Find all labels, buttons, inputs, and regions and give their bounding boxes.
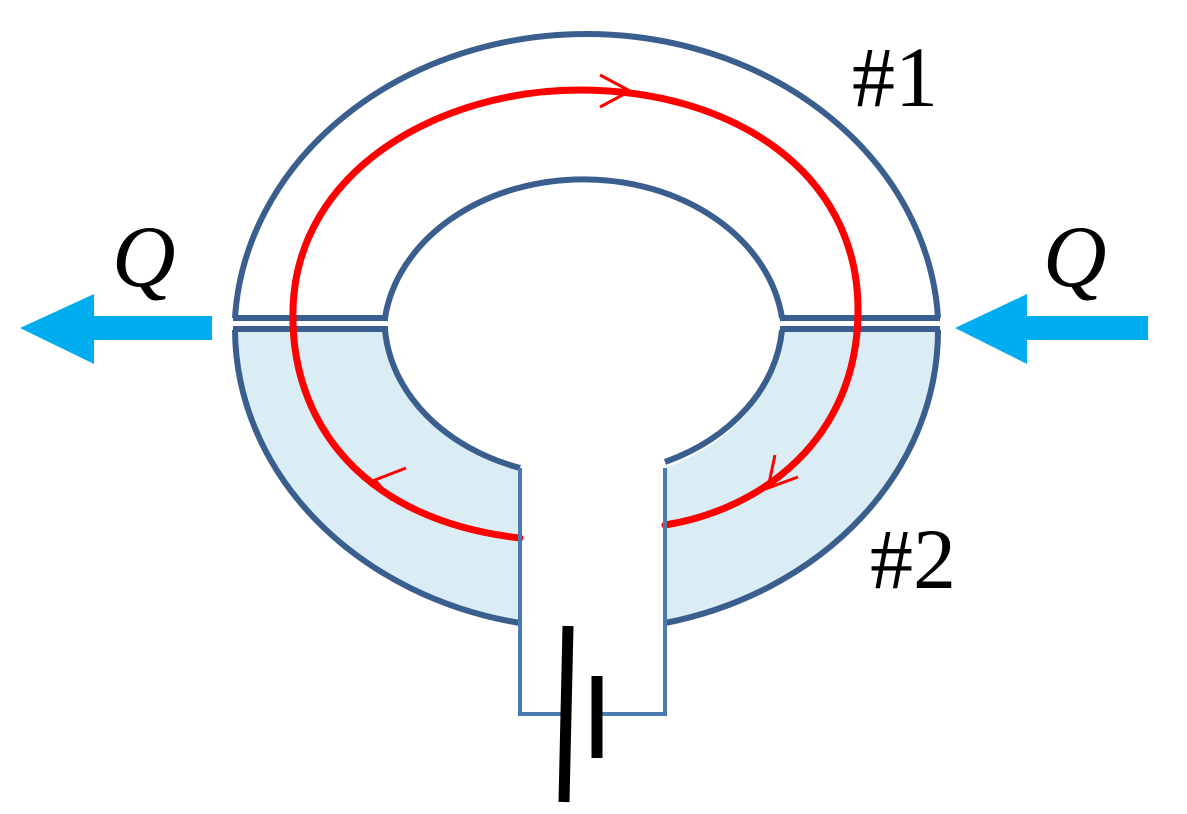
battery-icon: [558, 625, 603, 803]
current-arrow-right-icon: [765, 454, 799, 491]
lead-wire-right: [596, 468, 667, 716]
outer-ring-upper-outline: [232, 31, 941, 319]
current-arrow-left-icon: [372, 466, 407, 501]
heat-arrow-right: [955, 294, 1148, 364]
inner-ring-lower-right-outline: [663, 329, 785, 465]
current-loop: [289, 86, 862, 542]
heat-label-left: Q: [112, 209, 176, 306]
arrow-left-icon: [955, 294, 1027, 364]
heat-arrow-left: [20, 294, 212, 364]
lead-wire-left: [518, 468, 565, 716]
conductor-2-region: [234, 327, 941, 623]
arrow-left-icon: [20, 294, 94, 364]
conductor-1-label: #1: [852, 29, 938, 125]
outer-ring-lower-right-outline: [664, 329, 942, 626]
current-arrow-top-icon: [599, 73, 634, 109]
left-junction: [233, 315, 388, 332]
heat-label-right: Q: [1043, 209, 1107, 306]
inner-ring-lower-left-outline: [382, 329, 521, 471]
outer-ring-lower-left-outline: [232, 329, 521, 626]
conductor-2-label: #2: [870, 511, 956, 607]
inner-ring-upper-outline: [382, 176, 785, 319]
